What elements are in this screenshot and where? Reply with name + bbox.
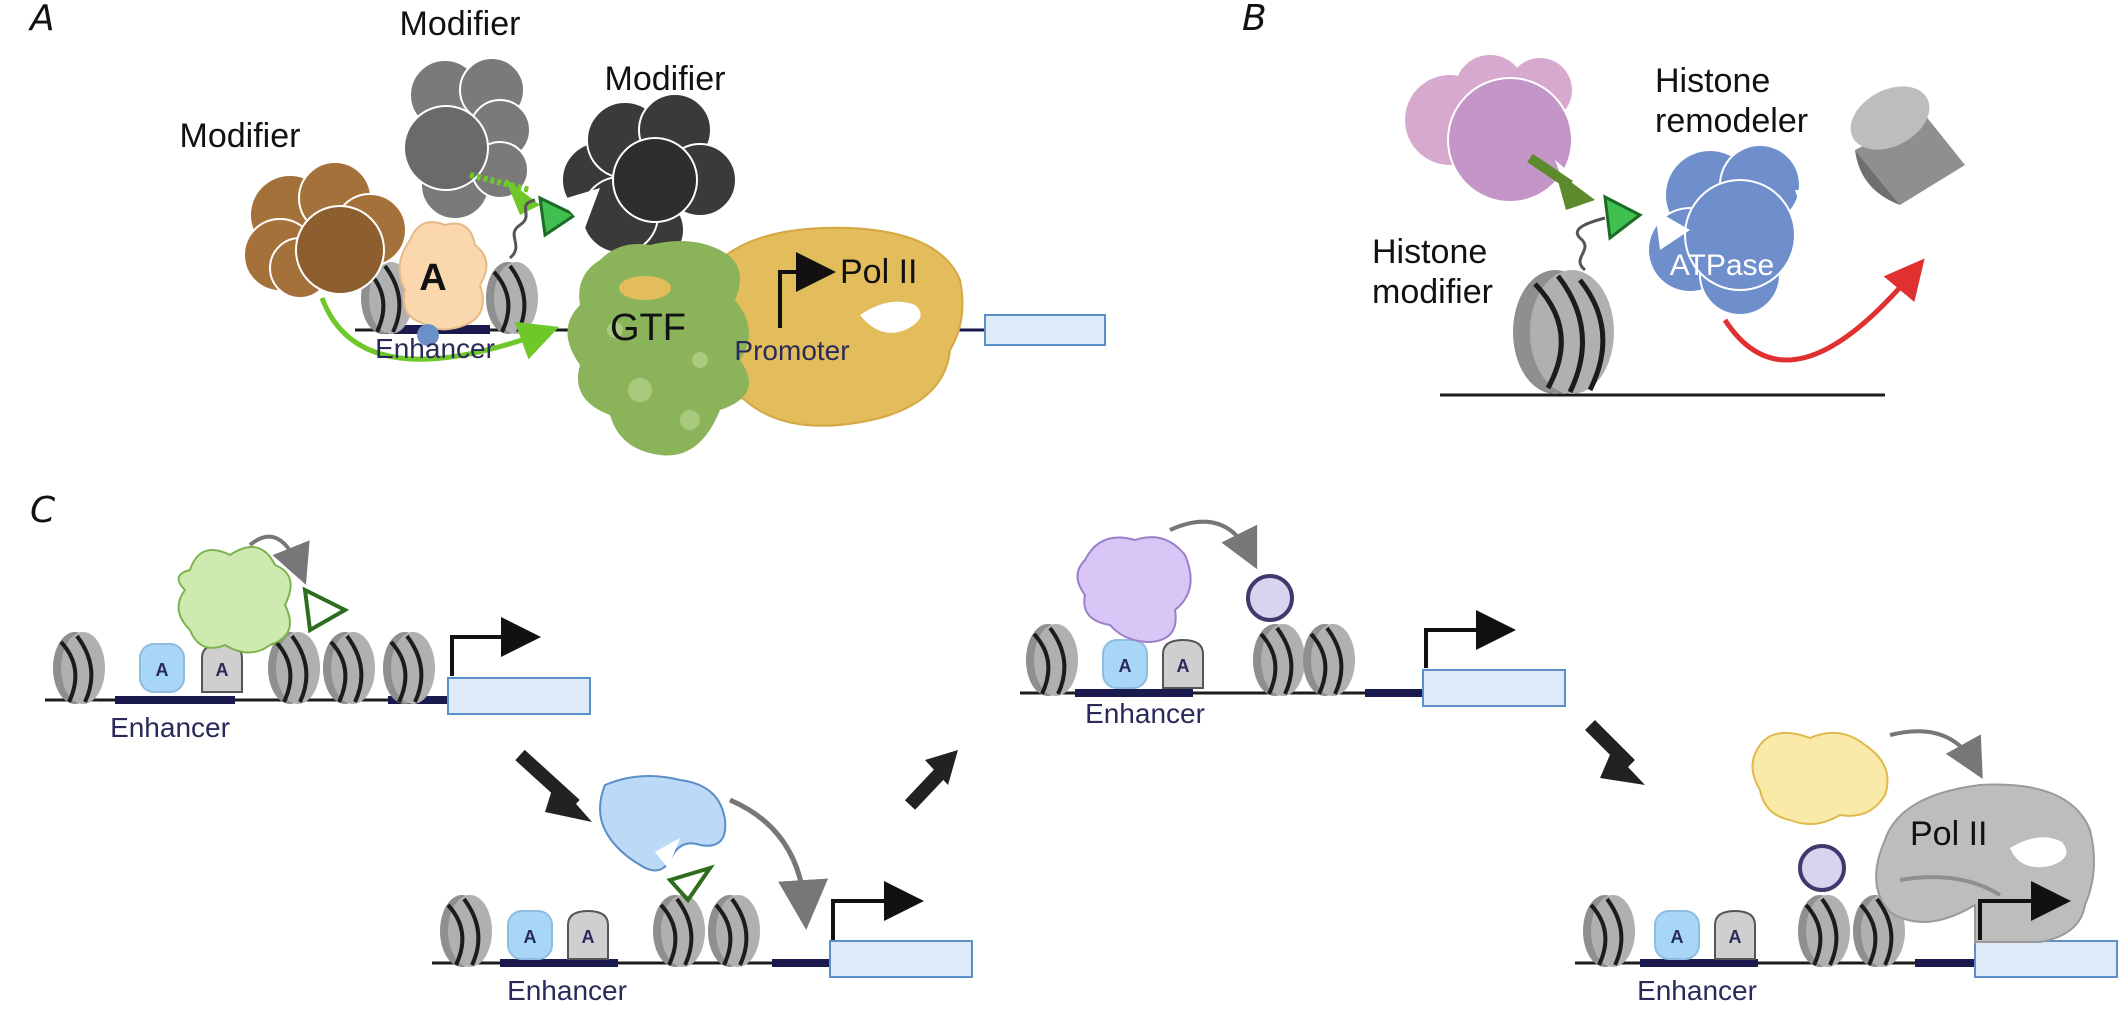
coactivator-blue xyxy=(599,775,727,872)
gene-box xyxy=(829,940,973,978)
pol2-label-c: Pol II xyxy=(1910,815,1987,853)
histone-remodeler-protein: ATPase xyxy=(1647,144,1815,316)
panel-label-a: A xyxy=(28,0,55,39)
modifier-dark xyxy=(560,93,737,265)
gtf-complex: GTF xyxy=(567,241,749,456)
svg-text:A: A xyxy=(1177,656,1190,676)
activator: A xyxy=(1714,910,1756,960)
svg-text:A: A xyxy=(156,660,169,680)
nucleosome xyxy=(706,893,762,969)
enhancer-label: Enhancer xyxy=(507,975,627,1006)
nucleosome xyxy=(381,630,437,706)
modifier-left-label: Modifier xyxy=(180,117,301,155)
nucleosome xyxy=(1024,622,1080,698)
gene-box xyxy=(1422,669,1566,707)
enhancer-bar xyxy=(500,959,618,967)
coactivator-yellow xyxy=(1751,731,1889,825)
tss-arrow xyxy=(1424,610,1516,668)
svg-text:A: A xyxy=(1729,927,1742,947)
enhancer-bar xyxy=(115,696,235,704)
activator-label: A xyxy=(419,257,446,299)
transfer-arrow xyxy=(729,797,829,930)
panel-b: ATPase Histone remodeler Histone modifie… xyxy=(1372,55,1965,397)
tss-arrow xyxy=(1978,881,2071,940)
nucleosome xyxy=(1251,622,1307,698)
enhancer-label-a: Enhancer xyxy=(375,333,495,364)
enhancer-bar xyxy=(1640,959,1758,967)
gene-box-a xyxy=(984,314,1106,346)
atpase-label: ATPase xyxy=(1670,249,1775,282)
activator: A xyxy=(1162,639,1204,689)
transfer-arrow xyxy=(248,534,310,585)
nucleosome xyxy=(1301,622,1357,698)
tss-arrow-a xyxy=(778,252,836,328)
step-3: A A Enhancer xyxy=(1020,519,1566,729)
modification-mark-circle xyxy=(1246,574,1294,622)
activator: A xyxy=(567,910,609,960)
coactivator-green xyxy=(177,546,292,654)
gene-box xyxy=(1974,940,2118,978)
svg-text:A: A xyxy=(1119,656,1132,676)
nucleosome xyxy=(484,260,540,336)
pol2-label-a: Pol II xyxy=(840,253,917,291)
modifier-gray xyxy=(403,57,540,220)
modification-mark xyxy=(302,586,350,634)
gene-box xyxy=(447,677,591,715)
nucleosome xyxy=(51,630,107,706)
nucleosome-b xyxy=(1513,270,1614,394)
enhancer-label: Enhancer xyxy=(1085,698,1205,729)
tss-arrow xyxy=(450,617,541,676)
nucleosome xyxy=(321,630,377,706)
nucleosome xyxy=(1796,893,1852,969)
modification-mark-b xyxy=(1603,194,1643,241)
histone-modifier-label: Histone modifier xyxy=(1372,233,1497,311)
activator: A xyxy=(507,910,553,960)
enhancer-label: Enhancer xyxy=(1637,975,1757,1006)
enhancer-label: Enhancer xyxy=(110,712,230,743)
panel-c: A A Enhancer A xyxy=(45,519,2118,1006)
panel-a: A xyxy=(180,5,1106,456)
modifier-top-label: Modifier xyxy=(400,5,521,43)
activator: A xyxy=(201,643,243,693)
enhancer-bar xyxy=(1075,689,1193,697)
transfer-arrow xyxy=(1169,519,1258,570)
activator: A xyxy=(1654,910,1700,960)
nucleosome xyxy=(438,893,494,969)
histone-remodeler-label: Histone remodeler xyxy=(1655,62,1808,140)
gtf-label: GTF xyxy=(610,307,686,349)
promoter-label: Promoter xyxy=(734,335,849,366)
step-1: A A Enhancer xyxy=(45,534,591,743)
svg-text:A: A xyxy=(1671,927,1684,947)
svg-text:A: A xyxy=(582,927,595,947)
step-4: A A Pol II Enhancer xyxy=(1575,729,2118,1006)
svg-text:A: A xyxy=(524,927,537,947)
step-2: A A Enhancer xyxy=(432,775,973,1006)
evicted-histone xyxy=(1850,86,1965,205)
panel-label-b: B xyxy=(1242,0,1267,39)
nucleosome xyxy=(651,893,707,969)
activator-a: A xyxy=(398,221,488,346)
green-curved-arrow xyxy=(319,297,560,362)
panel-label-c: C xyxy=(30,490,56,531)
activator: A xyxy=(1102,639,1148,689)
modification-mark-circle xyxy=(1798,844,1846,892)
svg-text:A: A xyxy=(216,660,229,680)
activator: A xyxy=(139,643,185,693)
modifier-brown xyxy=(243,161,407,299)
transfer-arrow xyxy=(1889,729,1983,779)
pol2-complex-c: Pol II xyxy=(1875,783,2095,943)
histone-tail xyxy=(508,198,536,260)
eviction-arrow xyxy=(1722,258,1925,363)
tss-arrow xyxy=(831,881,924,940)
modification-mark xyxy=(538,195,579,238)
coactivator-purple xyxy=(1076,536,1192,644)
modifier-right-label: Modifier xyxy=(605,60,726,98)
step-arrow xyxy=(1585,720,1635,770)
nucleosome xyxy=(1581,893,1637,969)
modification-mark xyxy=(666,864,715,904)
